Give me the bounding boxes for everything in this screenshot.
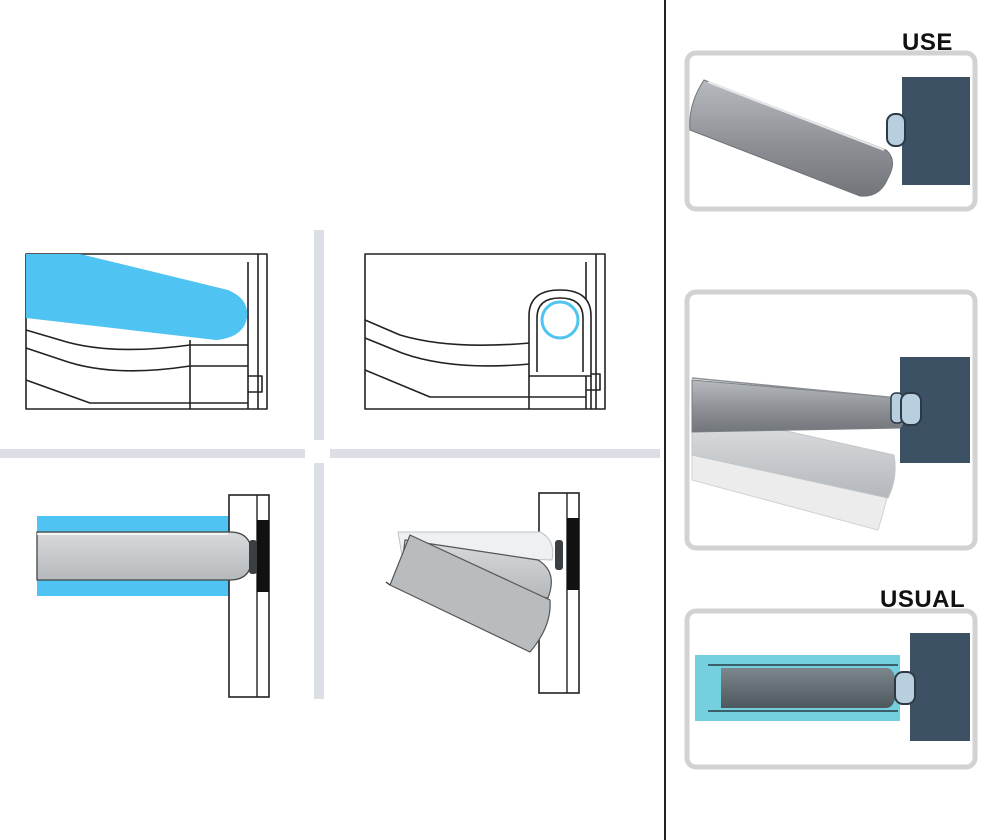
blue-glass-panel bbox=[26, 254, 248, 340]
horizontal-divider-right bbox=[330, 449, 660, 458]
rubber-stop-small bbox=[249, 540, 257, 574]
rubber-stop bbox=[886, 113, 906, 147]
usual-panel bbox=[684, 608, 978, 770]
use-label: USE bbox=[902, 29, 953, 56]
grid-dividers bbox=[0, 230, 660, 699]
glass-plate-tilted bbox=[689, 79, 893, 197]
door-panel bbox=[902, 77, 970, 185]
usual-label: USUAL bbox=[880, 586, 966, 613]
rubber-stop-3 bbox=[900, 392, 922, 426]
horizontal-divider-left bbox=[0, 449, 305, 458]
clamp-view-top-right bbox=[364, 253, 606, 410]
rubber-stop-4 bbox=[894, 671, 916, 705]
seal-strip-right bbox=[567, 518, 579, 590]
vertical-divider-top bbox=[314, 230, 324, 440]
swing-plate-2 bbox=[389, 534, 551, 653]
clamp-view-top-left bbox=[25, 253, 268, 410]
usual-plate bbox=[721, 668, 896, 708]
swing-panel bbox=[684, 289, 978, 551]
plate-ghost-2 bbox=[691, 409, 896, 499]
pivot-ring bbox=[540, 300, 580, 340]
door-panel-3 bbox=[910, 633, 970, 741]
use-panel bbox=[684, 50, 978, 212]
rubber-stop-right bbox=[555, 540, 563, 570]
plan-view-bottom-right bbox=[385, 492, 580, 694]
seal-strip bbox=[257, 520, 269, 592]
vertical-divider-bottom bbox=[314, 463, 324, 699]
glass-plate-closed bbox=[36, 531, 253, 581]
plan-view-bottom-left bbox=[36, 494, 270, 698]
